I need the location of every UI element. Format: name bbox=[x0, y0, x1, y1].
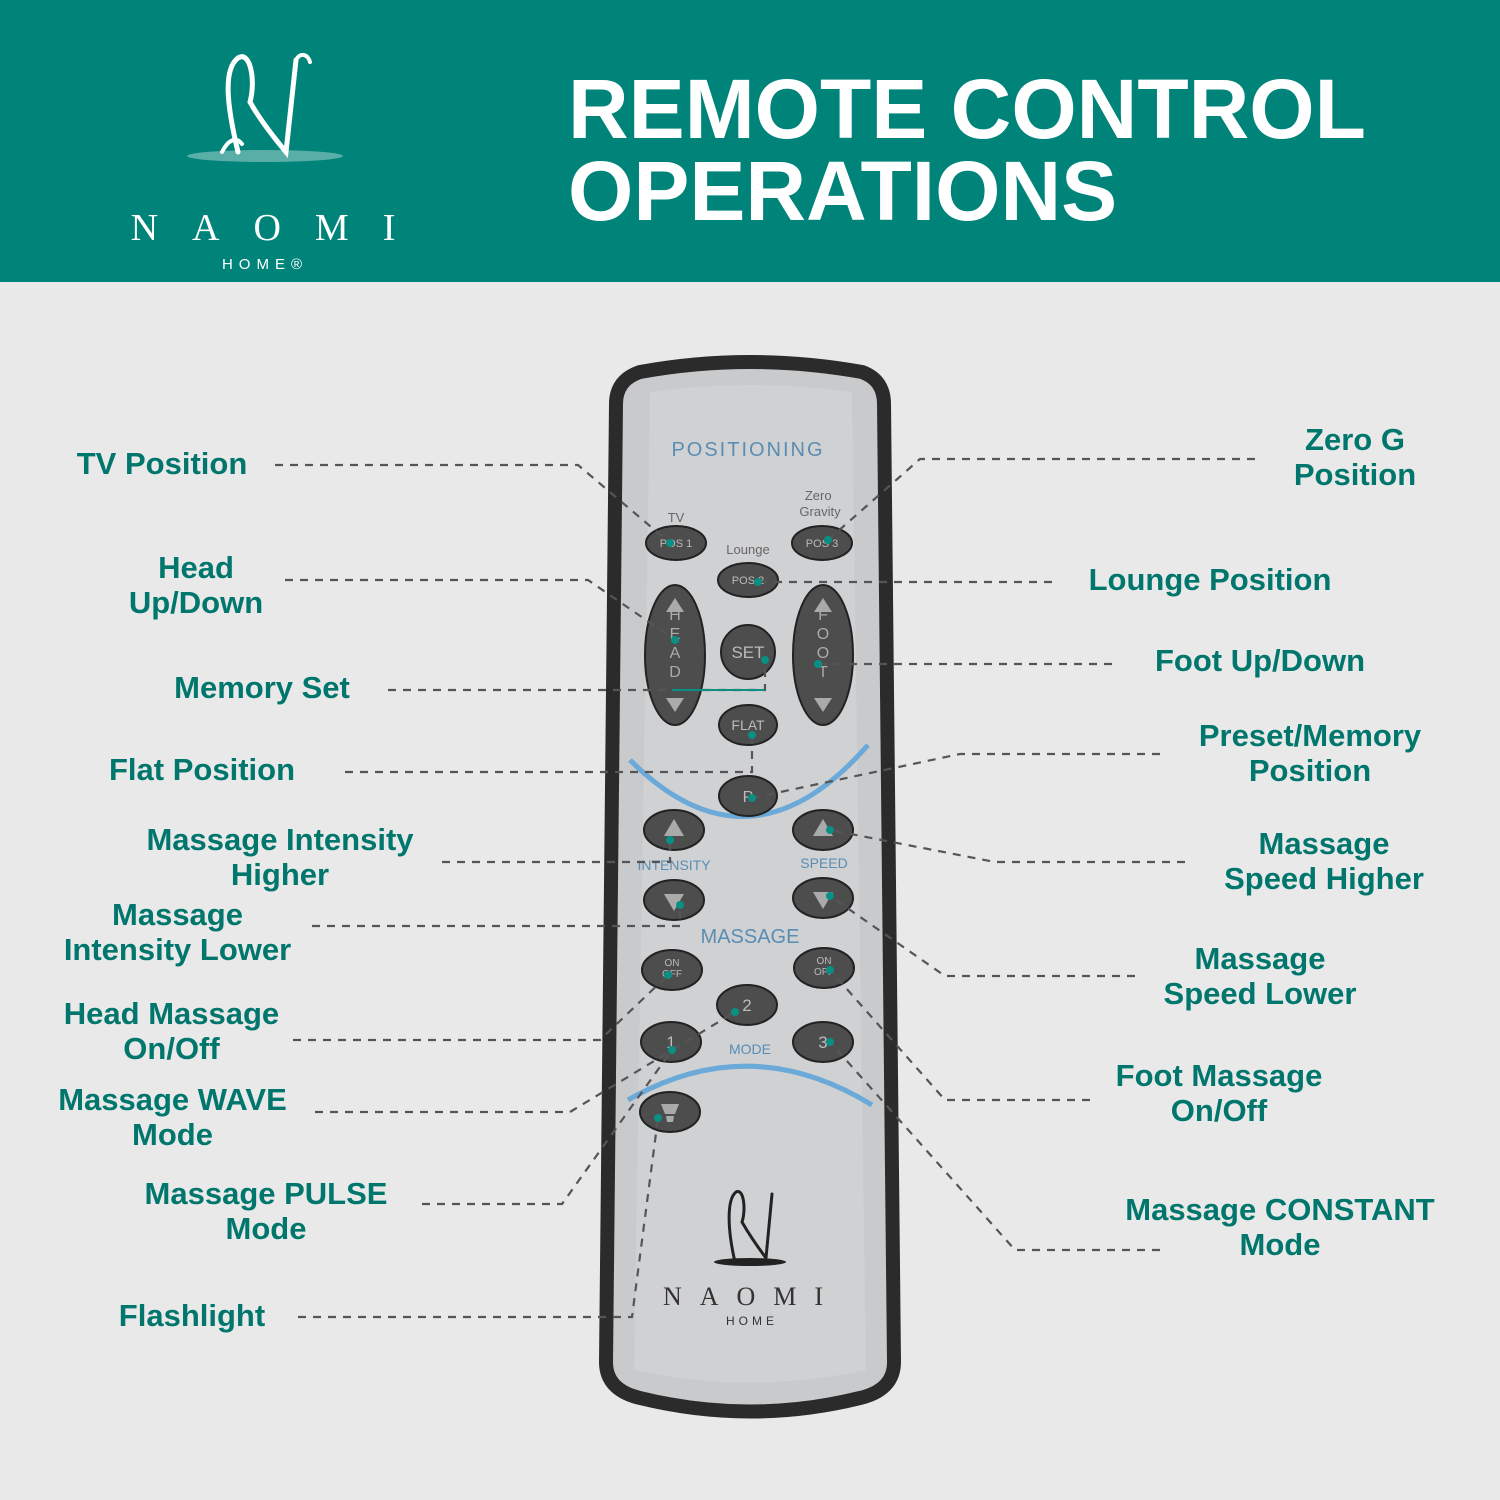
mode-caption: MODE bbox=[729, 1041, 771, 1057]
leader-speed-higher bbox=[829, 828, 1185, 864]
label-intensity-lower: Massage Intensity Lower bbox=[63, 897, 292, 967]
speed-down-button[interactable] bbox=[792, 877, 854, 919]
wave-curve-lower bbox=[626, 1063, 874, 1108]
intensity-up-button[interactable] bbox=[643, 809, 705, 851]
speed-up-button[interactable] bbox=[792, 809, 854, 851]
label-lounge-position: Lounge Position bbox=[1088, 562, 1332, 597]
zero-gravity-pos3-button-label: POS 3 bbox=[806, 538, 838, 550]
label-zero-g: Zero G Position bbox=[1293, 422, 1417, 492]
tv-pos1-button[interactable]: POS 1 bbox=[645, 525, 707, 561]
speed-caption: SPEED bbox=[800, 855, 847, 871]
lounge-pos2-button[interactable]: POS 2 bbox=[717, 562, 779, 598]
zero-caption: Zero Gravity bbox=[799, 488, 841, 519]
label-foot-massage: Foot Massage On/Off bbox=[1115, 1058, 1323, 1128]
page-title-line-1: REMOTE CONTROL bbox=[568, 62, 1366, 156]
foot-down-arrow-icon bbox=[814, 698, 832, 712]
label-foot-updown: Foot Up/Down bbox=[1154, 643, 1366, 678]
label-wave-mode: Massage WAVE Mode bbox=[58, 1082, 287, 1152]
leader-flat-position bbox=[345, 735, 754, 774]
label-tv-position: TV Position bbox=[76, 446, 248, 481]
set-button-label: SET bbox=[731, 643, 764, 662]
leader-lines bbox=[275, 457, 1255, 1319]
zero-caption-line-1: Zero bbox=[805, 488, 832, 503]
mode-2-button-label: 2 bbox=[742, 996, 751, 1015]
intensity-caption: INTENSITY bbox=[637, 857, 711, 873]
head-up-arrow-icon bbox=[666, 598, 684, 612]
leader-pulse-mode bbox=[422, 1049, 673, 1206]
remote-brand-name: NAOMI bbox=[663, 1282, 841, 1311]
leader-zero-g bbox=[827, 457, 1255, 541]
header-banner: NAOMI HOME® REMOTE CONTROL OPERATIONS bbox=[0, 0, 1500, 282]
leader-flashlight bbox=[298, 1117, 660, 1319]
tv-pos1-button-label: POS 1 bbox=[660, 538, 692, 550]
label-flashlight: Flashlight bbox=[118, 1298, 266, 1333]
brand-logo: NAOMI HOME® bbox=[110, 40, 420, 273]
label-pulse-mode: Massage PULSE Mode bbox=[144, 1176, 388, 1246]
flat-button-label: FLAT bbox=[731, 717, 765, 733]
section-positioning: POSITIONING bbox=[671, 439, 824, 461]
lounge-caption: Lounge bbox=[726, 542, 769, 557]
mode-1-button-label: 1 bbox=[666, 1033, 675, 1052]
set-button[interactable]: SET bbox=[720, 624, 776, 680]
leader-head-updown bbox=[285, 578, 676, 641]
mode-2-button[interactable]: 2 bbox=[716, 984, 778, 1026]
intensity-down-arrow-icon bbox=[664, 894, 684, 911]
leader-intensity-higher bbox=[442, 840, 672, 864]
label-memory-set: Memory Set bbox=[174, 670, 350, 705]
label-speed-higher: Massage Speed Higher bbox=[1224, 826, 1424, 896]
flat-button[interactable]: FLAT bbox=[718, 704, 778, 746]
label-preset-memory: Preset/Memory Position bbox=[1198, 718, 1422, 788]
leader-preset-memory bbox=[751, 752, 1160, 800]
label-constant-mode: Massage CONSTANT Mode bbox=[1125, 1192, 1435, 1262]
leader-constant-mode bbox=[829, 1041, 1160, 1252]
zero-caption-line-2: Gravity bbox=[799, 504, 841, 519]
label-speed-lower: Massage Speed Lower bbox=[1163, 941, 1357, 1011]
leader-head-massage bbox=[293, 974, 669, 1042]
label-flat-position: Flat Position bbox=[109, 752, 295, 787]
intensity-up-arrow-icon bbox=[664, 819, 684, 836]
remote-brand-sub: HOME bbox=[726, 1314, 778, 1328]
leader-intensity-lower bbox=[312, 905, 682, 928]
leader-endpoints bbox=[654, 536, 834, 1122]
mode-1-button[interactable]: 1 bbox=[640, 1021, 702, 1063]
mode-3-button[interactable]: 3 bbox=[792, 1021, 854, 1063]
label-head-updown: Head Up/Down bbox=[128, 550, 264, 620]
label-head-massage: Head Massage On/Off bbox=[63, 996, 280, 1066]
flashlight-button[interactable] bbox=[639, 1091, 701, 1133]
mode-3-button-label: 3 bbox=[818, 1033, 827, 1052]
flashlight-icon bbox=[661, 1104, 679, 1122]
remote-logo bbox=[714, 1190, 786, 1266]
zero-gravity-pos3-button[interactable]: POS 3 bbox=[791, 525, 853, 561]
label-intensity-higher: Massage Intensity Higher bbox=[146, 822, 414, 892]
brand-subtitle: HOME® bbox=[221, 256, 309, 273]
tv-caption: TV bbox=[668, 510, 685, 525]
brand-name: NAOMI bbox=[130, 207, 430, 249]
page-title-line-2: OPERATIONS bbox=[568, 144, 1118, 238]
head-down-arrow-icon bbox=[666, 698, 684, 712]
leader-wave-mode bbox=[315, 1011, 736, 1114]
preset-p-button[interactable]: P bbox=[718, 775, 778, 817]
foot-up-arrow-icon bbox=[814, 598, 832, 612]
leader-speed-lower bbox=[829, 895, 1135, 978]
leader-tv-position bbox=[275, 463, 671, 544]
brand-monogram bbox=[187, 53, 343, 162]
section-massage: MASSAGE bbox=[701, 926, 800, 948]
intensity-down-button[interactable] bbox=[643, 879, 705, 921]
preset-p-button-label: P bbox=[743, 789, 754, 806]
page-title: REMOTE CONTROL OPERATIONS bbox=[568, 62, 1366, 238]
leader-foot-massage bbox=[829, 969, 1090, 1102]
